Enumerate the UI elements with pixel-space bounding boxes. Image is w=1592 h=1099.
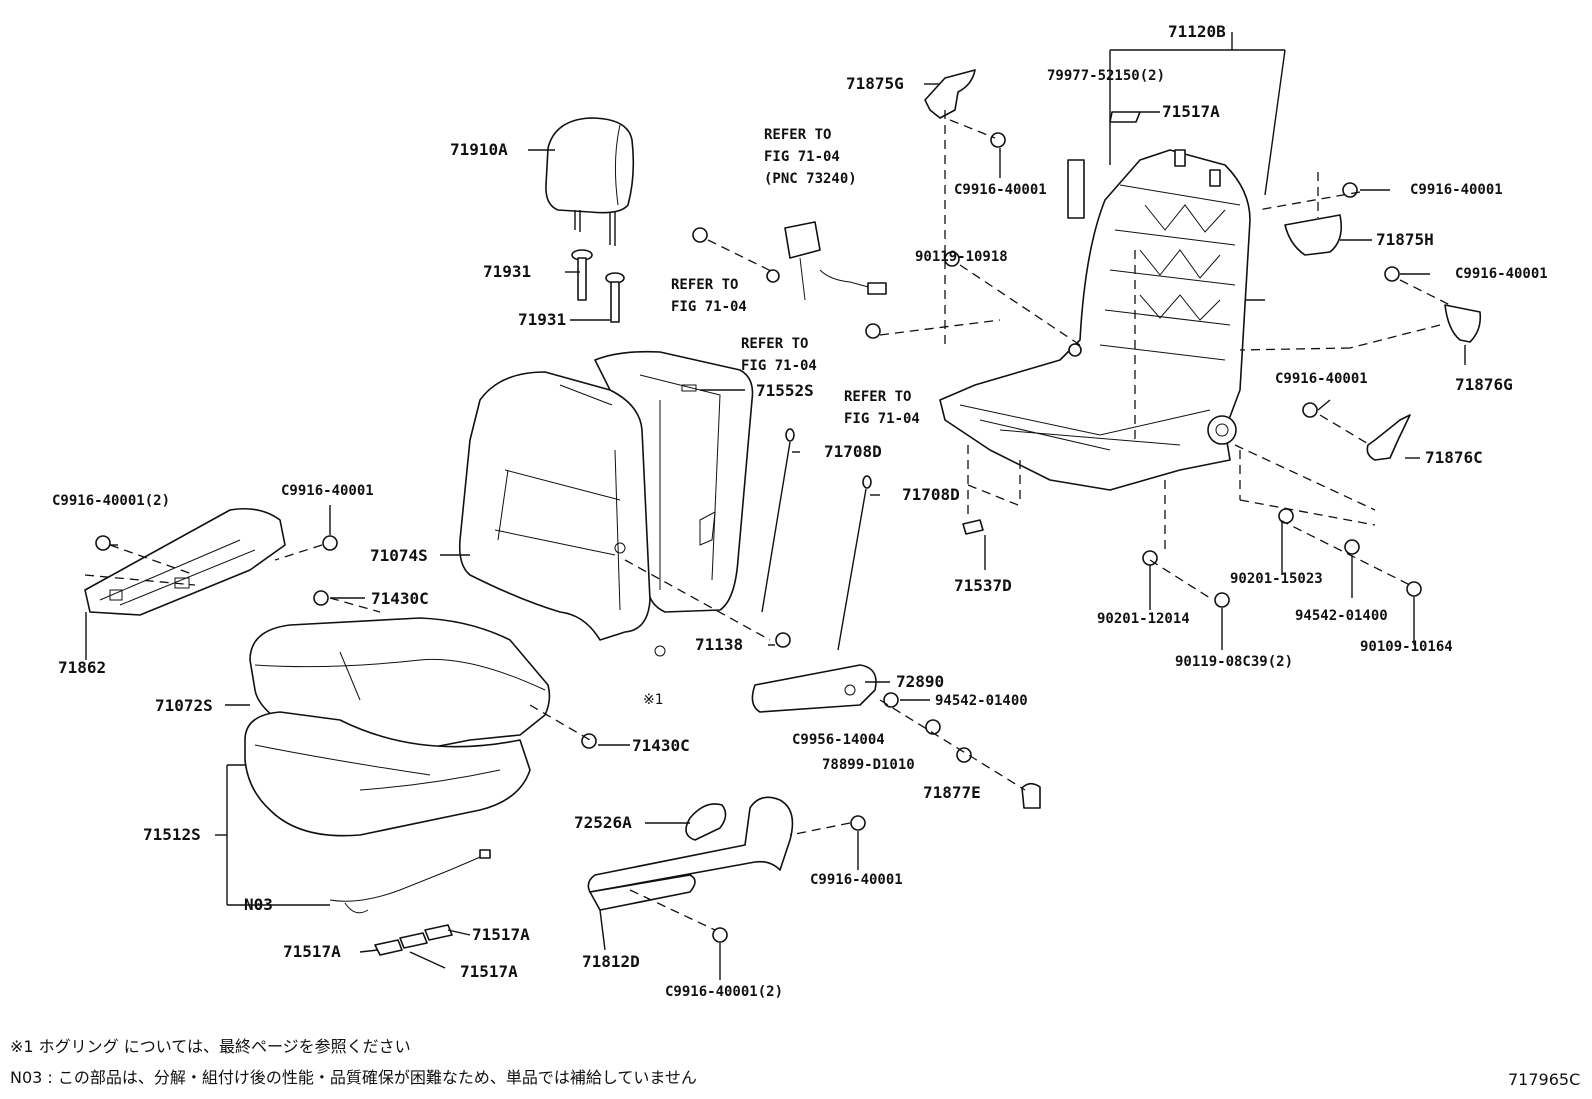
part-label: C9916-40001 xyxy=(954,182,1047,198)
part-label: 71708D xyxy=(824,442,882,461)
footnote-hog-ring: ※1 ホグリング については、最終ページを参照ください xyxy=(10,1037,411,1056)
knob-72526A xyxy=(685,803,727,841)
bracket-71876G xyxy=(1444,304,1482,343)
bolt-symbols xyxy=(95,132,1422,943)
headrest-support-part xyxy=(571,249,625,323)
part-label: 90119-08C39(2) xyxy=(1175,654,1294,670)
part-label: 71875G xyxy=(846,74,904,93)
part-label: 72526A xyxy=(574,813,632,832)
part-label: 71517A xyxy=(460,962,518,981)
part-label: 72890 xyxy=(896,672,945,691)
part-label: 71120B xyxy=(1168,22,1226,41)
seatback-cover-part xyxy=(458,371,651,641)
part-label: 71537D xyxy=(954,576,1012,595)
part-label: 71876G xyxy=(1455,375,1513,394)
part-label: 71876C xyxy=(1425,448,1483,467)
part-label: 90201-15023 xyxy=(1230,571,1323,587)
label-sheet-71517A xyxy=(1109,111,1141,123)
part-label: 71708D xyxy=(902,485,960,504)
part-label: 71931 xyxy=(483,262,532,281)
part-label: C9916-40001(2) xyxy=(665,984,784,1000)
part-label: 90119-10918 xyxy=(915,249,1008,265)
part-label: C9916-40001 xyxy=(1455,266,1548,282)
part-label: 90201-12014 xyxy=(1097,611,1190,627)
part-label: 71931 xyxy=(518,310,567,329)
part-label: 79977-52150(2) xyxy=(1047,68,1166,84)
refer-note: FIG 71-04 xyxy=(844,411,920,427)
part-label: C9916-40001 xyxy=(281,483,374,499)
part-label: 71138 xyxy=(695,635,744,654)
part-label: 94542-01400 xyxy=(935,693,1028,709)
part-label: 71430C xyxy=(371,589,429,608)
part-label: C9956-14004 xyxy=(792,732,885,748)
refer-note: REFER TO xyxy=(764,127,832,143)
bracket-71876C xyxy=(1366,414,1411,461)
part-label: 71517A xyxy=(1162,102,1220,121)
refer-note: REFER TO xyxy=(844,389,912,405)
part-label: 71074S xyxy=(370,546,428,565)
part-label: 71862 xyxy=(58,658,107,677)
part-label: C9916-40001(2) xyxy=(52,493,171,509)
part-label: 71430C xyxy=(632,736,690,755)
refer-note: FIG 71-04 xyxy=(671,299,747,315)
figure-id: 717965C xyxy=(1508,1070,1581,1089)
seat-frame-part xyxy=(939,149,1251,491)
headrest-part xyxy=(545,117,635,246)
footnote-n03: N03 : この部品は、分解・組付け後の性能・品質確保が困難なため、単品では補給… xyxy=(10,1068,697,1087)
cover-71812D xyxy=(587,796,794,911)
recliner-handle-72890 xyxy=(751,664,877,713)
part-label: C9916-40001 xyxy=(1410,182,1503,198)
bracket-71875H xyxy=(1284,214,1343,256)
refer-note: (PNC 73240) xyxy=(764,171,857,187)
hog-ring-rod-a xyxy=(761,428,795,613)
hog-ring-rod-b xyxy=(837,475,872,651)
part-label: 71910A xyxy=(450,140,508,159)
label-sheets-bottom xyxy=(374,924,453,956)
label-strip-79977 xyxy=(1067,159,1085,219)
hog-ring-mark: ※1 xyxy=(643,692,664,708)
part-label: C9916-40001 xyxy=(1275,371,1368,387)
refer-note: REFER TO xyxy=(741,336,809,352)
part-label: 71517A xyxy=(283,942,341,961)
part-label: 78899-D1010 xyxy=(822,757,915,773)
part-label: 94542-01400 xyxy=(1295,608,1388,624)
seat-cushion-pad-part xyxy=(244,711,531,837)
part-label: C9916-40001 xyxy=(810,872,903,888)
part-label: 71875H xyxy=(1376,230,1434,249)
part-label: 71812D xyxy=(582,952,640,971)
part-label: 71512S xyxy=(143,825,201,844)
part-label: 71877E xyxy=(923,783,981,802)
part-label: 71517A xyxy=(472,925,530,944)
refer-note: REFER TO xyxy=(671,277,739,293)
part-label: 71072S xyxy=(155,696,213,715)
refer-note: FIG 71-04 xyxy=(741,358,817,374)
clip-71537D xyxy=(962,519,984,535)
bracket-71875G xyxy=(924,69,976,119)
side-shield-71862 xyxy=(84,507,286,616)
part-label: 90109-10164 xyxy=(1360,639,1453,655)
cap-71877E xyxy=(1021,782,1041,809)
seat-belt-buckle-part xyxy=(766,221,887,301)
assembly-dashes xyxy=(84,110,1451,931)
part-label: N03 xyxy=(244,895,273,914)
refer-note: FIG 71-04 xyxy=(764,149,840,165)
wire-harness-N03 xyxy=(329,849,491,914)
part-label: 71552S xyxy=(756,381,814,400)
